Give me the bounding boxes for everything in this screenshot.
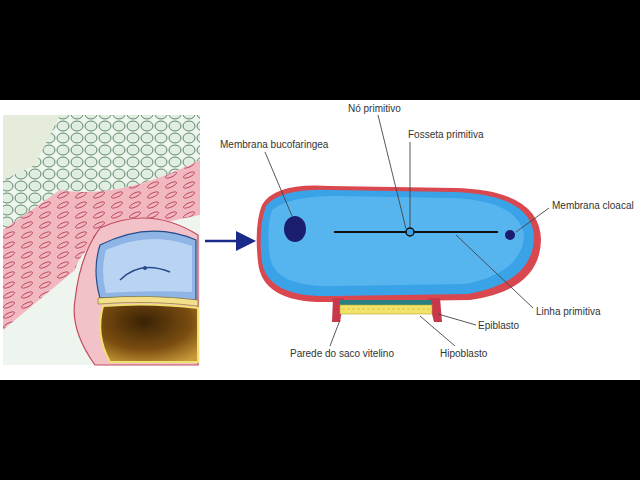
part-label: Hipoblasto: [440, 348, 487, 360]
part-label: Linha primitiva: [536, 306, 600, 318]
part-label: Fosseta primitiva: [408, 129, 484, 141]
part-label: Nó primitivo: [348, 103, 401, 115]
part-label: Epiblasto: [478, 320, 519, 332]
part-label: Parede do saco vitelino: [290, 348, 394, 360]
part-label: Membrana bucofaringea: [220, 139, 328, 151]
part-label: Membrana cloacal: [552, 200, 634, 212]
